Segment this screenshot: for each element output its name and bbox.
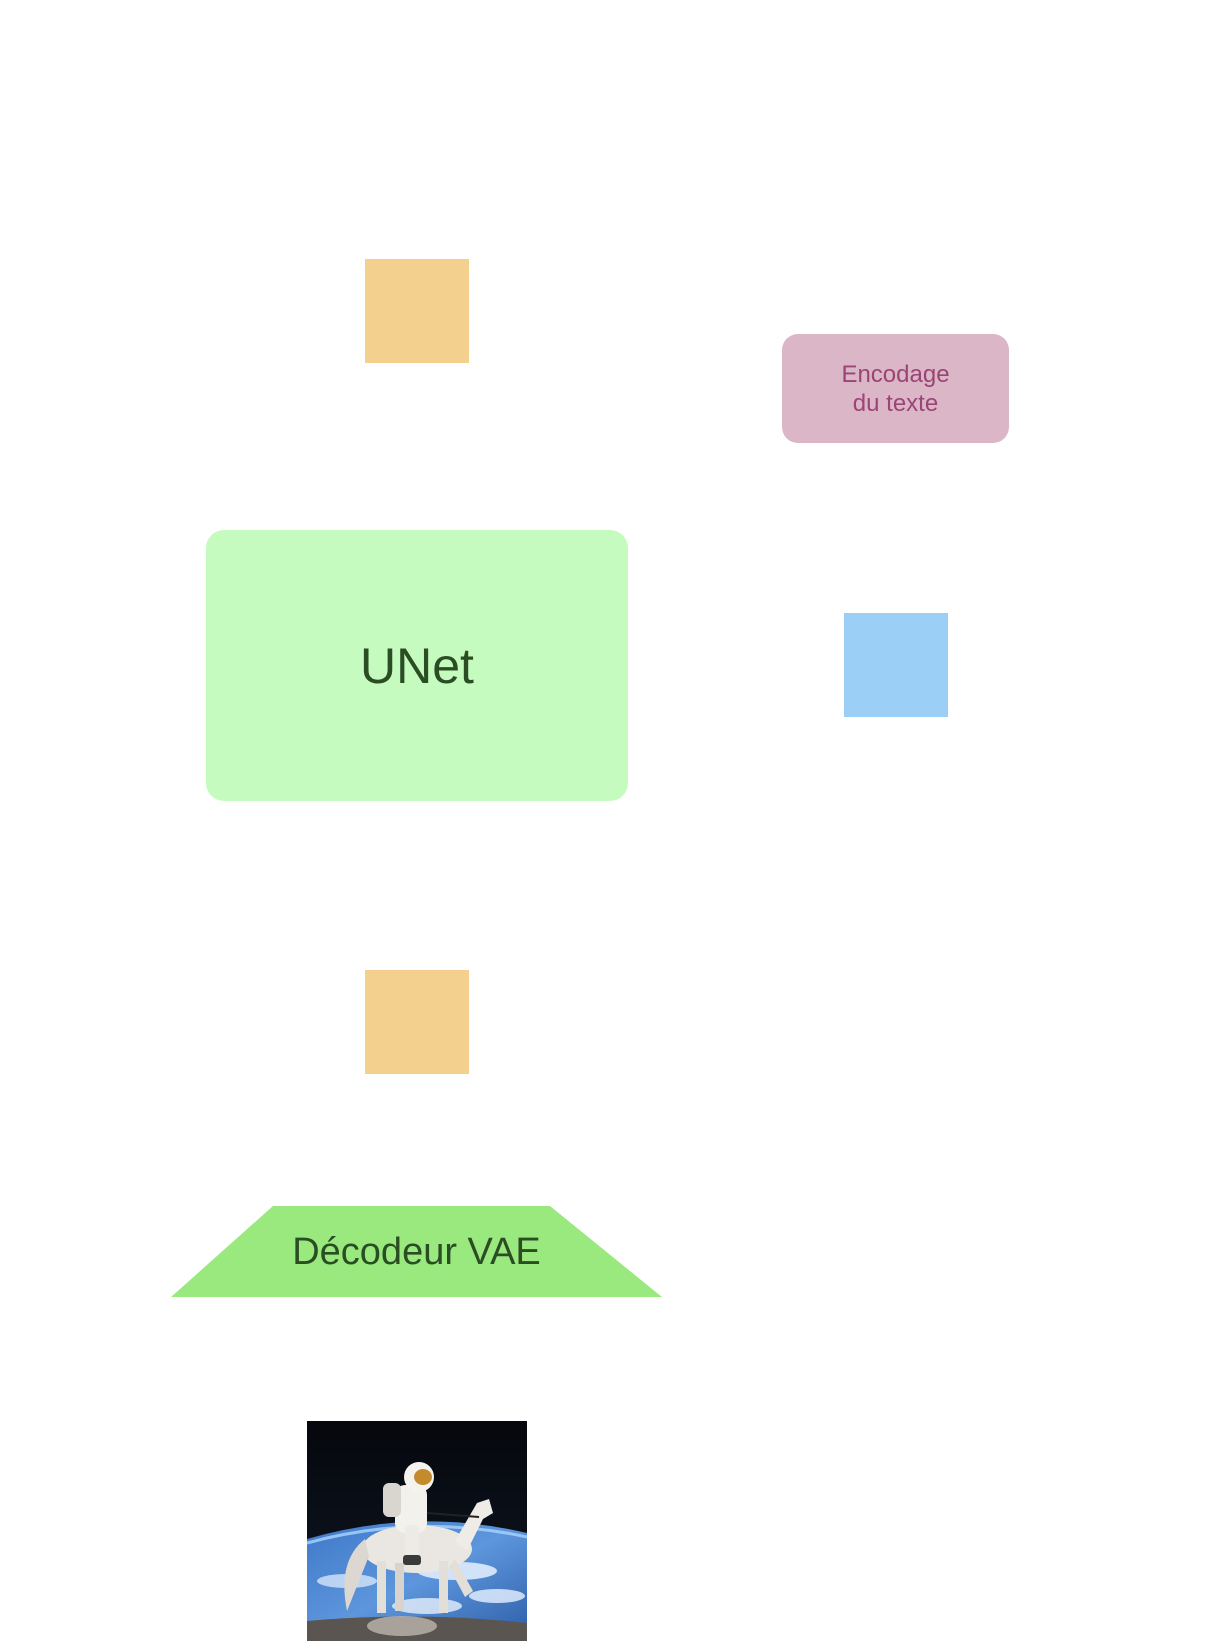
latent-input-square [365, 259, 469, 363]
astronaut-riding-horse-image [307, 1421, 527, 1641]
vae-decoder-label: Décodeur VAE [292, 1231, 541, 1273]
text-encoder-box: Encodage du texte [782, 334, 1009, 443]
text-embedding-square [844, 613, 948, 717]
latent-output-square [365, 970, 469, 1074]
unet-box: UNet [206, 530, 628, 801]
text-encoder-label-line1: Encodage [841, 360, 950, 388]
unet-label: UNet [360, 637, 474, 694]
vae-decoder-trapezoid [171, 1206, 662, 1297]
text-encoder-label-line2: du texte [852, 389, 939, 417]
vae-decoder-shape: Décodeur VAE [171, 1206, 662, 1297]
